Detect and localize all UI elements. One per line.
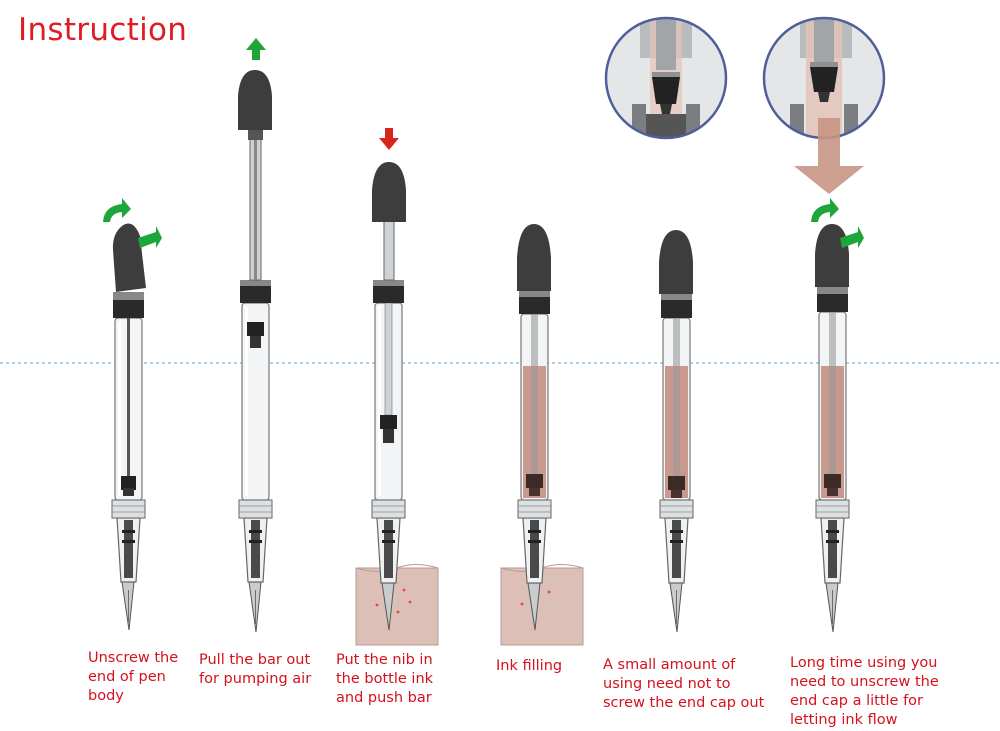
pen-step-2 (238, 70, 273, 633)
step-4-caption: Ink filling (496, 658, 563, 674)
pen-step-3 (355, 162, 439, 646)
inset-detail-closed (604, 16, 728, 140)
step-3-caption: Put the nib in the bottle ink and push b… (336, 652, 434, 706)
flow-arrow-icon (794, 118, 864, 194)
step-6-caption: Long time using you need to unscrew the … (790, 655, 939, 728)
step-2-caption: Pull the bar out for pumping air (199, 652, 312, 687)
arrow-down-icon (379, 128, 399, 150)
step-1-caption: Unscrew the end of pen body (88, 650, 179, 704)
step-5-caption: A small amount of using need not to scre… (603, 657, 765, 711)
pen-step-1 (111, 223, 146, 631)
arrow-up-icon (246, 38, 266, 60)
rotate-arrow-icon (103, 198, 162, 248)
ink-bottle (500, 567, 584, 646)
ink-bottle (355, 567, 439, 646)
pen-step-4 (500, 224, 584, 646)
instruction-title: Instruction (18, 12, 188, 48)
pen-step-5 (659, 230, 694, 633)
pen-step-6 (815, 224, 850, 633)
rotate-arrow-icon (811, 198, 864, 248)
